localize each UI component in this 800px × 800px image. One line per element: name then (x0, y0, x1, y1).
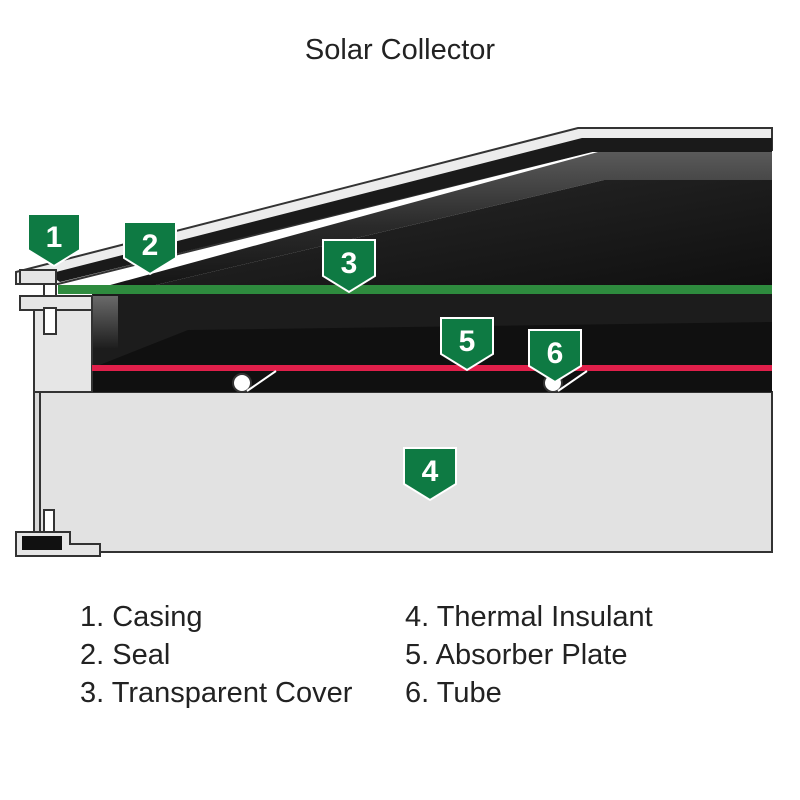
marker-2-label: 2 (142, 229, 159, 262)
marker-4: 4 (403, 447, 457, 502)
legend-item: 3. Transparent Cover (80, 677, 353, 709)
marker-1-label: 1 (46, 221, 63, 254)
marker-2: 2 (123, 221, 177, 276)
casing (15, 127, 773, 300)
marker-6: 6 (528, 329, 582, 384)
marker-3: 3 (322, 239, 376, 294)
transparent-cover (58, 285, 772, 294)
air-gap (92, 294, 772, 392)
marker-6-label: 6 (547, 337, 564, 370)
marker-5-label: 5 (459, 325, 476, 358)
legend-right: 4. Thermal Insulant 5. Absorber Plate 6.… (405, 598, 653, 712)
legend-left: 1. Casing 2. Seal 3. Transparent Cover (80, 598, 352, 712)
tube-left (232, 370, 277, 393)
legend-item: 1. Casing (80, 601, 203, 633)
marker-4-label: 4 (422, 455, 439, 488)
absorber-plate (92, 365, 772, 371)
marker-5: 5 (440, 317, 494, 372)
casing-profile (15, 269, 101, 557)
legend-item: 6. Tube (405, 677, 502, 709)
legend-item: 4. Thermal Insulant (405, 601, 653, 633)
marker-3-label: 3 (341, 247, 358, 280)
marker-1: 1 (27, 213, 81, 268)
diagram-title: Solar Collector (304, 34, 496, 66)
legend-item: 2. Seal (80, 639, 171, 671)
legend-item: 5. Absorber Plate (405, 639, 628, 671)
